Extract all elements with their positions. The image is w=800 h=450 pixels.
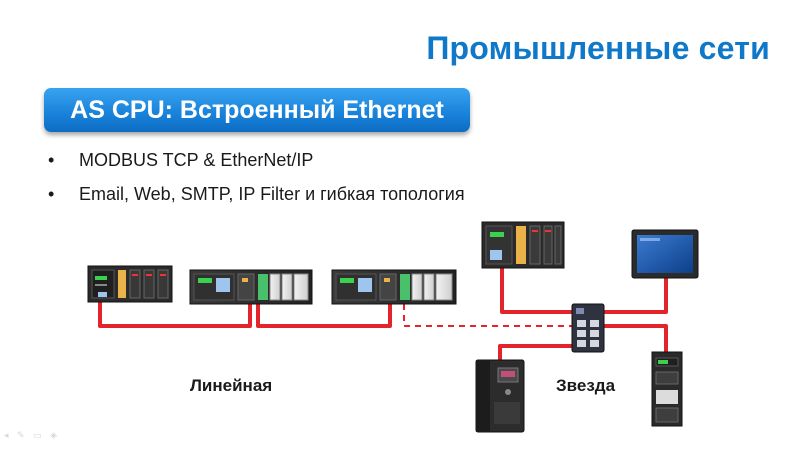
- feature-item: • MODBUS TCP & EtherNet/IP: [48, 146, 465, 180]
- section-banner: AS CPU: Встроенный Ethernet: [44, 88, 470, 132]
- cable-segment: [500, 268, 574, 314]
- page-title: Промышленные сети: [426, 30, 770, 66]
- topology-label-linear: Линейная: [190, 376, 273, 395]
- bullet-marker: •: [48, 150, 55, 170]
- cable-dashed: [403, 304, 572, 327]
- feature-item: • Email, Web, SMTP, IP Filter и гибкая то…: [48, 180, 465, 214]
- servo-drive-icon: [651, 351, 683, 427]
- cable-segment: [98, 302, 252, 328]
- topology-label-star: Звезда: [556, 376, 616, 395]
- hmi-panel-icon: [631, 229, 699, 279]
- plc-rack-1-icon: [189, 269, 313, 305]
- ethernet-switch-icon: [571, 303, 605, 353]
- bullet-marker: •: [48, 184, 55, 204]
- cable-segment: [604, 324, 668, 352]
- feature-text: MODBUS TCP & EtherNet/IP: [79, 150, 314, 170]
- feature-list: • MODBUS TCP & EtherNet/IP • Email, Web, S…: [48, 146, 465, 214]
- cable-segment: [256, 304, 392, 328]
- star-cables: [498, 268, 668, 360]
- slide-nav-icons[interactable]: ◂ ✎ ▭ ◈: [4, 430, 60, 440]
- linear-cables: [98, 302, 392, 328]
- plc-rack-2-icon: [331, 269, 457, 305]
- plc-rack-top-icon: [481, 221, 565, 269]
- vfd-drive-icon: [475, 359, 525, 433]
- cable-segment: [600, 278, 668, 314]
- plc-cpu-small-icon: [87, 265, 173, 303]
- feature-text: Email, Web, SMTP, IP Filter и гибкая топ…: [79, 184, 465, 204]
